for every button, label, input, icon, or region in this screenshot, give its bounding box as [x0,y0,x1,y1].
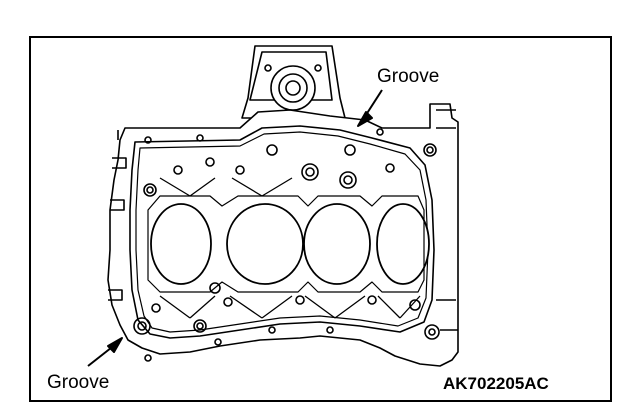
right-bolt-column [423,109,458,340]
lower-bolt-holes [133,282,421,362]
groove-bottom-arrow [87,337,123,367]
figure-code: AK702205AC [443,374,549,393]
top-bolt-holes [143,128,395,197]
groove-line [135,131,429,333]
water-jacket [147,195,425,293]
cylinder-bores [150,203,430,285]
groove-label-top: Groove [377,66,440,87]
groove-top-arrow [357,89,383,127]
top-boss [241,45,346,119]
groove-label-bottom: Groove [47,372,110,393]
deck-flange [129,125,435,339]
left-ribs [108,130,127,301]
